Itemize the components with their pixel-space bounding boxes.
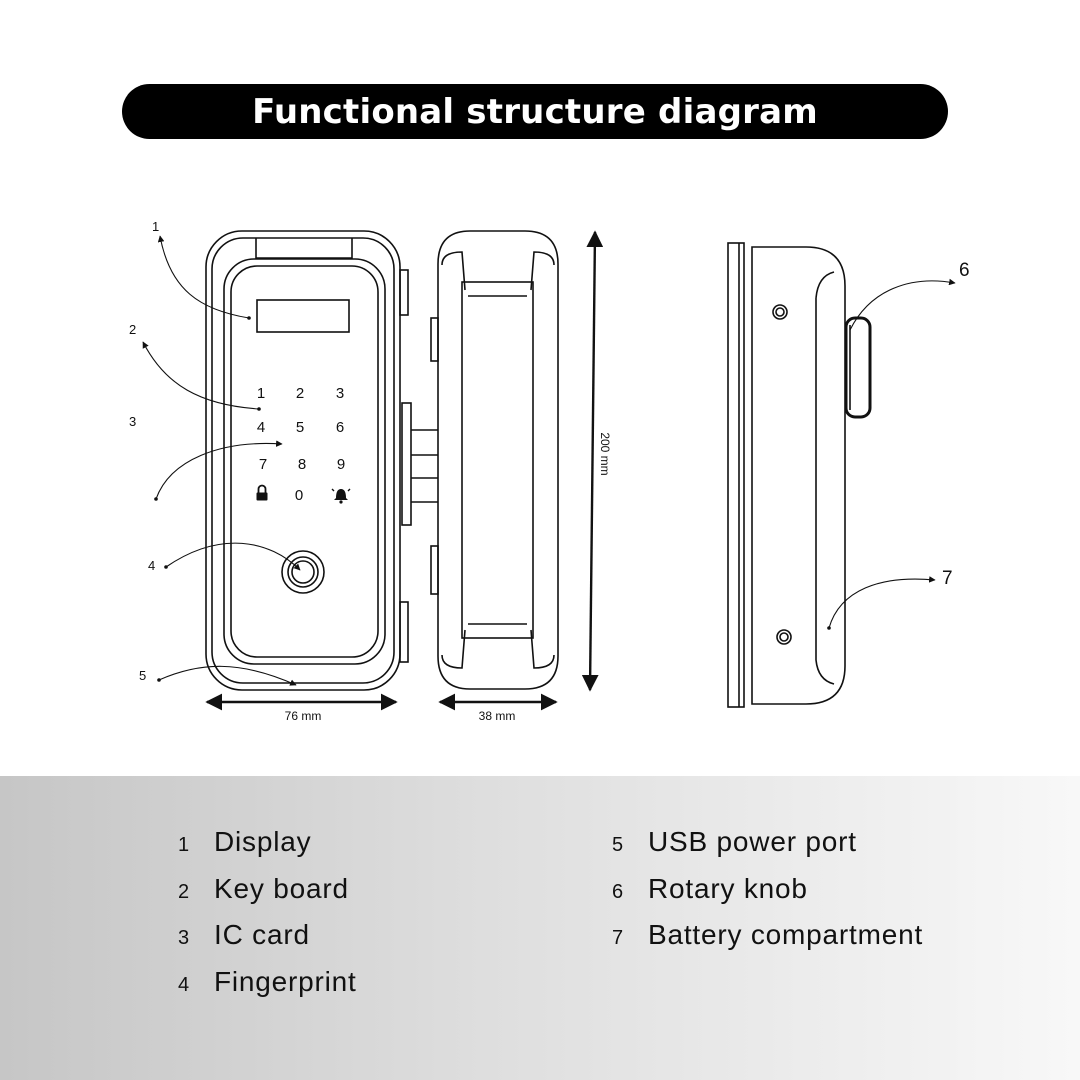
legend-number: 1 <box>178 834 190 856</box>
side-arc-top-right <box>530 251 555 291</box>
legend-item: 1 Display <box>178 826 357 873</box>
key-7: 7 <box>259 456 267 473</box>
legend-number: 2 <box>178 880 190 903</box>
side-clamp-top <box>430 317 439 362</box>
callout-2: 2 <box>129 322 136 337</box>
dim-depth-label: 38 mm <box>479 709 516 723</box>
side-tab-bottom <box>399 601 409 663</box>
key-9: 9 <box>337 456 345 473</box>
legend-item: 5 USB power port <box>612 826 923 873</box>
callout-arrow-7 <box>828 576 936 629</box>
side-arc-bottom-right <box>530 629 555 669</box>
key-3: 3 <box>336 385 344 402</box>
back-view <box>727 242 872 708</box>
callout-6: 6 <box>959 260 970 281</box>
legend-item: 2 Key board <box>178 873 357 920</box>
key-8: 8 <box>298 456 306 473</box>
front-top-band <box>255 238 353 259</box>
legend-number: 4 <box>178 973 190 996</box>
legend-item: 6 Rotary knob <box>612 873 923 920</box>
bell-icon <box>331 488 351 504</box>
legend-label: Key board <box>214 872 349 904</box>
title-banner: Functional structure diagram <box>122 84 948 139</box>
back-inner-line <box>815 271 835 685</box>
legend-item: 4 Fingerprint <box>178 966 357 1013</box>
side-tab-top <box>399 269 409 316</box>
callout-7: 7 <box>942 568 953 589</box>
legend-label: Rotary knob <box>648 872 808 904</box>
front-outer-shell <box>205 230 401 691</box>
legend-label: Battery compartment <box>648 919 924 950</box>
legend-column-left: 1 Display 2 Key board 3 IC card 4 Finger… <box>178 826 357 1012</box>
legend-label: USB power port <box>648 826 857 857</box>
dim-width-label: 76 mm <box>285 709 322 723</box>
back-plate-outer <box>727 242 745 708</box>
side-arc-top-left <box>441 251 466 291</box>
callout-3: 3 <box>129 414 136 429</box>
lock-icon <box>256 484 268 501</box>
legend-item: 7 Battery compartment <box>612 919 923 966</box>
legend-label: Fingerprint <box>214 965 357 997</box>
back-body <box>751 246 846 705</box>
fingerprint-ring-outer <box>281 550 325 594</box>
key-6: 6 <box>336 419 344 436</box>
legend-number: 7 <box>612 927 624 949</box>
dim-line-height <box>581 230 604 692</box>
back-screw-top <box>772 304 788 320</box>
side-view <box>401 230 559 690</box>
side-clamp-bottom <box>430 545 439 595</box>
key-1: 1 <box>257 385 265 402</box>
key-0: 0 <box>295 487 303 504</box>
legend-label: Display <box>214 826 312 857</box>
callout-arrow-2 <box>142 341 260 410</box>
rotary-knob <box>844 316 872 419</box>
callout-arrow-3 <box>155 440 283 500</box>
callout-arrow-6 <box>849 278 956 331</box>
front-panel <box>230 265 379 658</box>
front-view <box>205 230 409 691</box>
key-4: 4 <box>257 419 265 436</box>
side-arc-bottom-left <box>441 629 466 669</box>
page-title: Functional structure diagram <box>252 91 818 132</box>
key-2: 2 <box>296 385 304 402</box>
dim-height-label: 200 mm <box>598 432 612 475</box>
callout-1: 1 <box>152 219 159 234</box>
legend-column-right: 5 USB power port 6 Rotary knob 7 Battery… <box>612 826 923 966</box>
fingerprint-sensor <box>291 560 315 584</box>
callout-5: 5 <box>139 668 146 683</box>
front-inner-shell <box>211 237 395 684</box>
side-clamp-mid <box>401 402 412 526</box>
display-window <box>256 299 350 333</box>
callout-arrow-1 <box>157 235 250 319</box>
back-screw-bottom <box>776 629 792 645</box>
callout-arrow-4 <box>165 542 301 571</box>
lock-diagram: 1 2 3 4 5 6 7 8 9 0 <box>129 219 970 723</box>
key-5: 5 <box>296 419 304 436</box>
front-bezel <box>223 258 386 665</box>
keypad: 1 2 3 4 5 6 7 8 9 0 <box>257 385 345 504</box>
legend-number: 6 <box>612 880 624 903</box>
side-inner-channel <box>461 281 534 639</box>
legend-number: 3 <box>178 927 190 949</box>
callout-arrow-5 <box>158 665 297 686</box>
side-body <box>437 230 559 690</box>
legend-label: IC card <box>214 919 310 950</box>
fingerprint-ring-inner <box>287 556 319 588</box>
legend-panel: 1 Display 2 Key board 3 IC card 4 Finger… <box>0 776 1080 1080</box>
callout-4: 4 <box>148 558 155 573</box>
legend-number: 5 <box>612 834 624 856</box>
legend-item: 3 IC card <box>178 919 357 966</box>
